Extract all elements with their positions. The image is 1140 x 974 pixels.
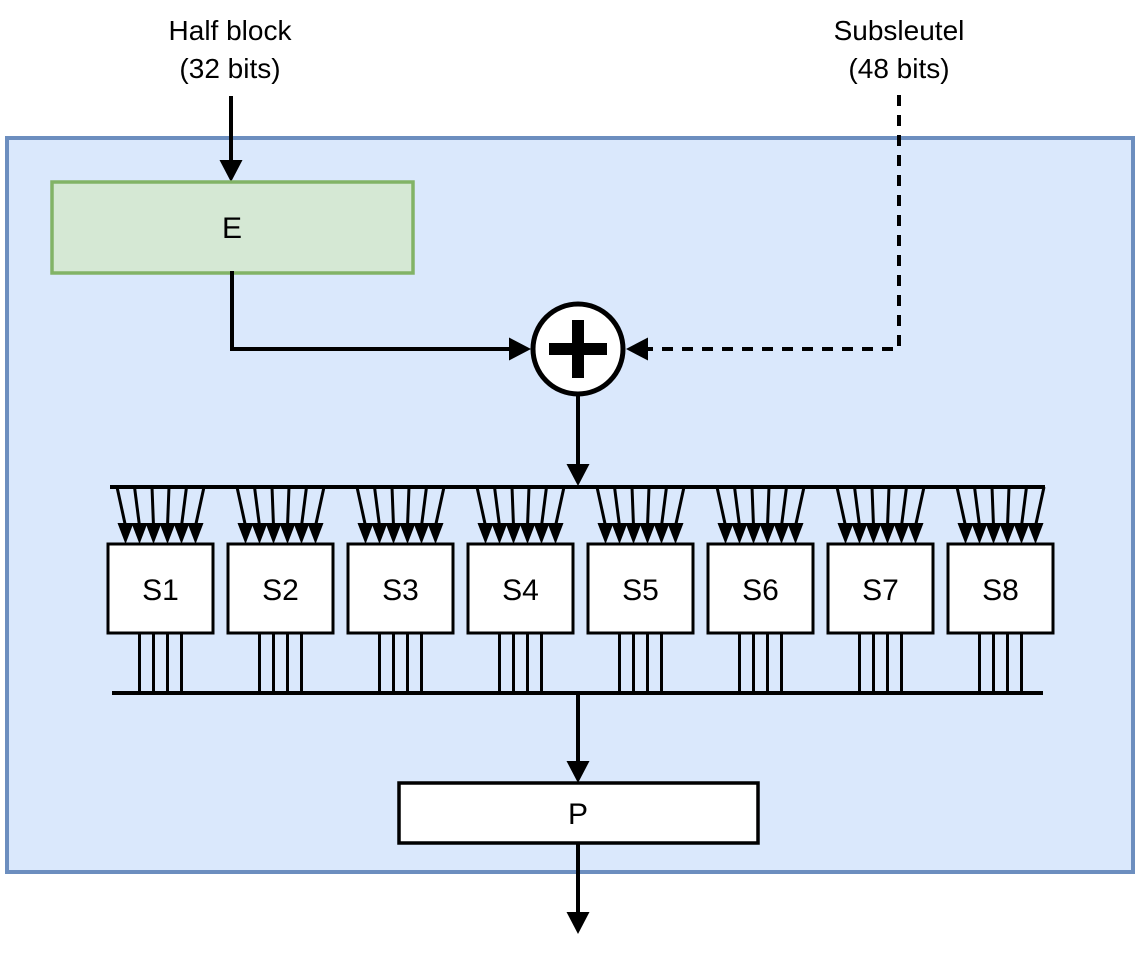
- sbox-label: S5: [622, 574, 659, 607]
- sbox-rect: [106, 542, 215, 635]
- sbox-s8: S8: [946, 485, 1055, 695]
- output-arrow: [566, 843, 590, 934]
- half-block-arrow: [219, 96, 243, 182]
- sbox-label: S7: [862, 574, 899, 607]
- sbox-label: S4: [502, 574, 539, 607]
- sbox-s6: S6: [706, 485, 815, 695]
- permutation-box: P: [397, 781, 760, 845]
- sbox-s1: S1: [106, 485, 215, 695]
- permutation-input-arrow: [566, 693, 590, 783]
- sbox-s5: S5: [586, 485, 695, 695]
- subkey-dashed-arrow: [626, 95, 901, 361]
- sbox-rect: [586, 542, 695, 635]
- sbox-rect: [946, 542, 1055, 635]
- sbox-rect: [466, 542, 575, 635]
- sbox-rect: [826, 542, 935, 635]
- sbox-label: S6: [742, 574, 779, 607]
- sbox-label: S2: [262, 574, 299, 607]
- permutation-box-rect: [397, 781, 760, 845]
- sbox-s7: S7: [826, 485, 935, 695]
- sbox-label: S3: [382, 574, 419, 607]
- expansion-box: E: [50, 180, 415, 275]
- half-block-label: Half block (32 bits): [169, 15, 293, 84]
- sbox-s3: S3: [346, 485, 455, 695]
- sbox-rect: [706, 542, 815, 635]
- subkey-label: Subsleutel (48 bits): [834, 15, 965, 84]
- sbox-label: S8: [982, 574, 1019, 607]
- expansion-output-arrow: [230, 271, 531, 361]
- half-block-label-line2: (32 bits): [179, 53, 280, 84]
- subkey-label-line1: Subsleutel: [834, 15, 965, 46]
- subkey-label-line2: (48 bits): [848, 53, 949, 84]
- sbox-s2: S2: [226, 485, 335, 695]
- sbox-label: S1: [142, 574, 179, 607]
- permutation-box-label: P: [568, 798, 588, 831]
- half-block-label-line1: Half block: [169, 15, 293, 46]
- expansion-box-label: E: [222, 212, 242, 245]
- xor-icon: [530, 301, 626, 397]
- sbox-s4: S4: [466, 485, 575, 695]
- xor-output-arrow: [566, 396, 590, 486]
- sbox-rect: [346, 542, 455, 635]
- expansion-box-rect: [50, 180, 415, 275]
- sbox-rect: [226, 542, 335, 635]
